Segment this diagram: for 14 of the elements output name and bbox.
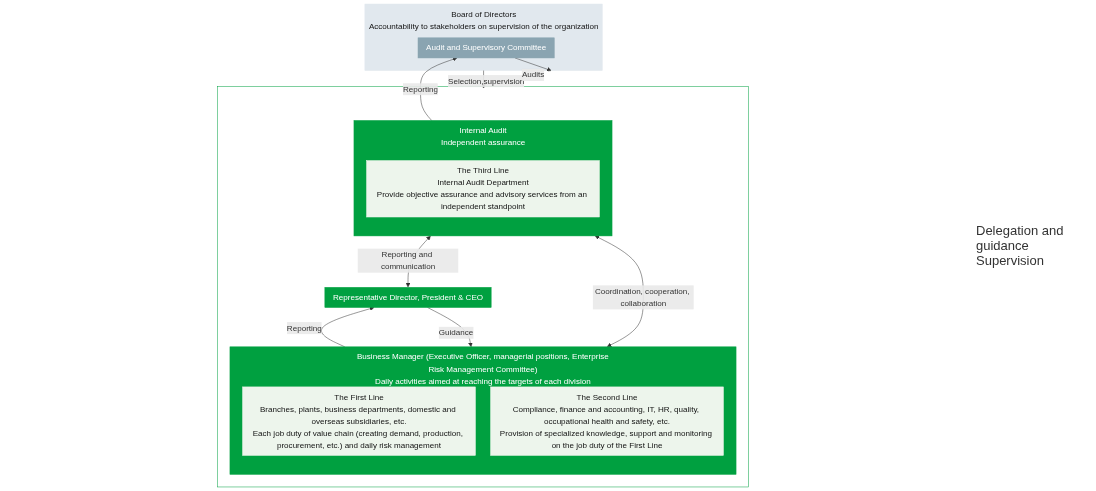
edge-label: Reporting (286, 323, 322, 333)
node-box: The Third Line Internal Audit Department Provide objective assurance and advisory services from an independent standpoint (366, 160, 600, 218)
edge-label: Coordination, cooperation, collaboration (594, 286, 690, 308)
node-box: Representative Director, President & CEO (324, 287, 492, 308)
note-text: Delegation and guidance Supervision (976, 223, 1065, 268)
edge-label: Selection,supervision (448, 76, 525, 86)
edge-label: Reporting and communication (380, 250, 436, 271)
edge-label: Guidance (438, 328, 474, 337)
edge-label: Reporting (402, 84, 438, 94)
node-box: The Second Line Compliance, finance and accounting, IT, HR, quality, occupational health and safety, etc. Provision of specialized knowledge, support and monitoring on the job duty of the First Line (490, 386, 724, 456)
cluster (217, 86, 749, 488)
edge-label: Audits (521, 70, 545, 79)
node-box: The First Line Branches, plants, business departments, domestic and overseas subsidiaries, etc. Each job duty of value chain (creating demand, production, procurement, etc.) and daily risk management (242, 386, 476, 456)
node-box: Audit and Supervisory Committee (417, 37, 555, 59)
